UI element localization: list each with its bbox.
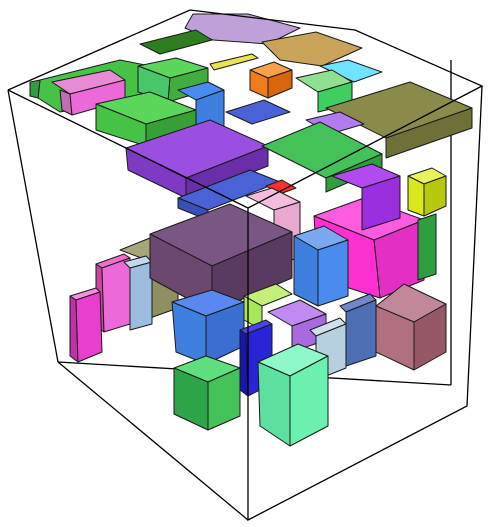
box-green-right-low [418,214,436,280]
box-blue-right-low [294,226,348,306]
box-green-bottom-left [174,356,240,430]
box-yellowgreen-right [408,168,446,216]
box-mint-front [258,344,328,446]
